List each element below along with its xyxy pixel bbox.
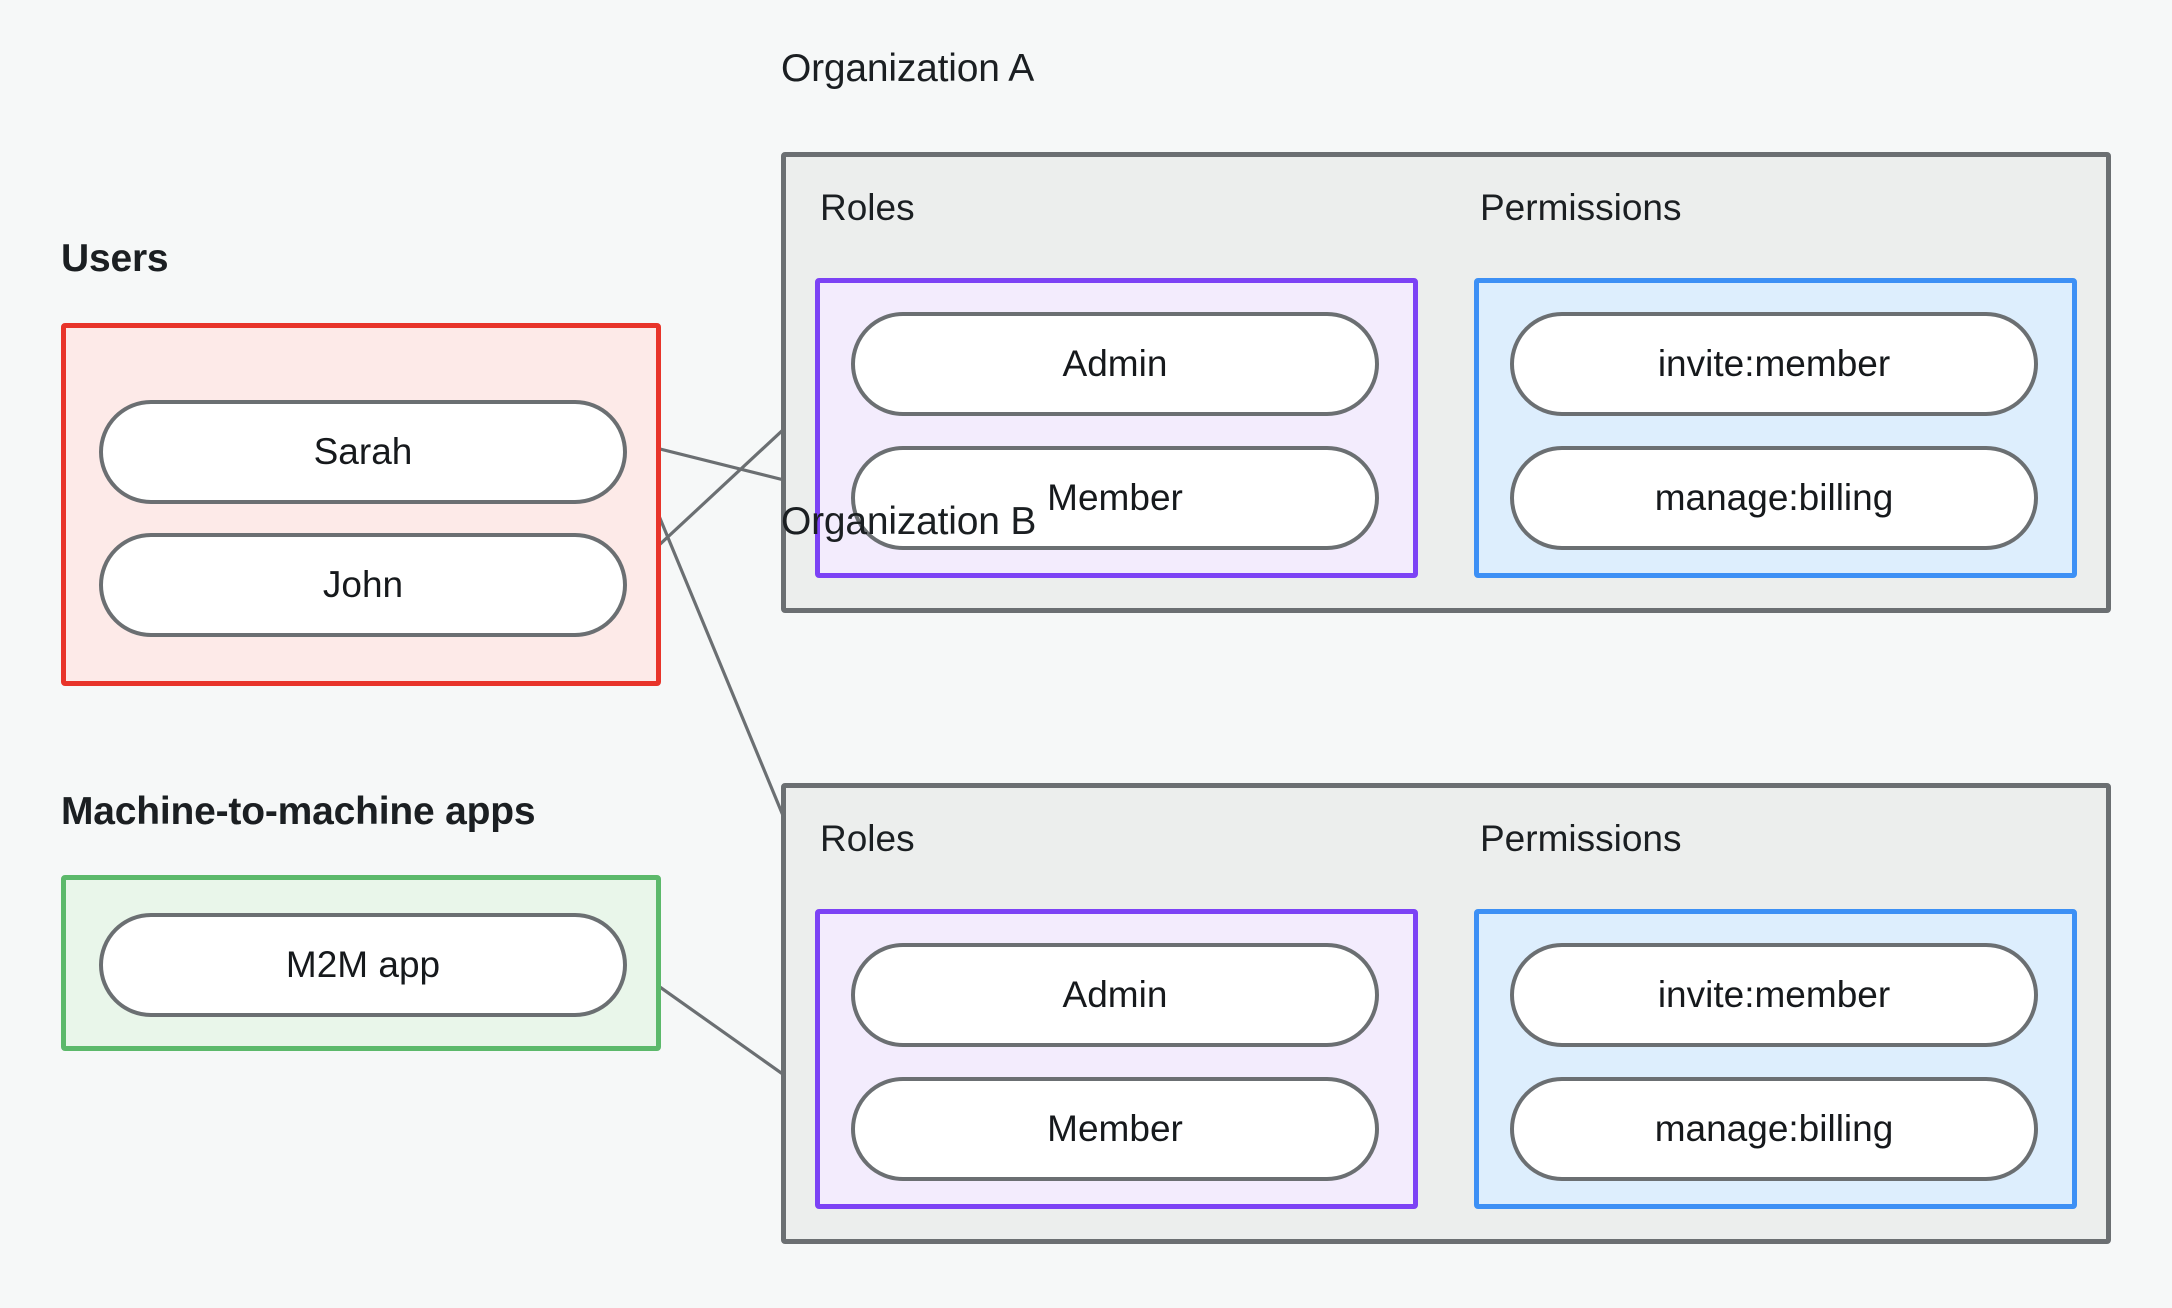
organization-a-cluster: Roles Permissions Admin Member invite:me… [781,152,2111,613]
m2m-pill-app-label: M2M app [285,944,441,985]
users-cluster: Sarah John [61,323,661,686]
organization-a-role-pill-admin[interactable]: Admin [851,312,1379,416]
m2m-cluster: M2M app [61,875,661,1051]
organization-b-permission-manage-billing-label: manage:billing [1654,1108,1894,1149]
organization-a-permissions-title: Permissions [1480,187,1682,228]
organization-b-permission-pill-manage-billing[interactable]: manage:billing [1510,1077,2038,1181]
organization-b-role-admin-label: Admin [1062,974,1168,1015]
organization-b-role-member-label: Member [1047,1108,1183,1149]
user-pill-john[interactable]: John [99,533,627,637]
organization-b-permission-pill-invite-member[interactable]: invite:member [1510,943,2038,1047]
organization-b-roles-cluster: Admin Member [815,909,1418,1209]
m2m-group-title: Machine-to-machine apps [61,790,536,833]
organization-a-role-admin-label: Admin [1062,343,1168,384]
organization-a-role-member-label: Member [1047,477,1183,518]
organization-a-title: Organization A [781,47,1035,90]
users-group-title: Users [61,237,169,280]
organization-b-permissions-cluster: invite:member manage:billing [1474,909,2077,1209]
organization-a-role-pill-member[interactable]: Member [851,446,1379,550]
organization-b-cluster: Roles Permissions Admin Member invite:me… [781,783,2111,1244]
organization-a-permission-pill-invite-member[interactable]: invite:member [1510,312,2038,416]
organization-a-permission-pill-manage-billing[interactable]: manage:billing [1510,446,2038,550]
organization-b-role-pill-admin[interactable]: Admin [851,943,1379,1047]
organization-a-permission-manage-billing-label: manage:billing [1654,477,1894,518]
organization-a-permissions-cluster: invite:member manage:billing [1474,278,2077,578]
organization-b-permission-invite-member-label: invite:member [1657,974,1891,1015]
organization-b-title: Organization B [781,500,1037,543]
organization-b-permissions-title: Permissions [1480,818,1682,859]
organization-b-roles-title: Roles [820,818,915,859]
organization-a-permission-invite-member-label: invite:member [1657,343,1891,384]
m2m-pill-app[interactable]: M2M app [99,913,627,1017]
organization-a-roles-title: Roles [820,187,915,228]
organization-a-roles-cluster: Admin Member [815,278,1418,578]
user-pill-sarah-label: Sarah [313,431,413,472]
user-pill-sarah[interactable]: Sarah [99,400,627,504]
organization-b-role-pill-member[interactable]: Member [851,1077,1379,1181]
user-pill-john-label: John [322,564,404,605]
